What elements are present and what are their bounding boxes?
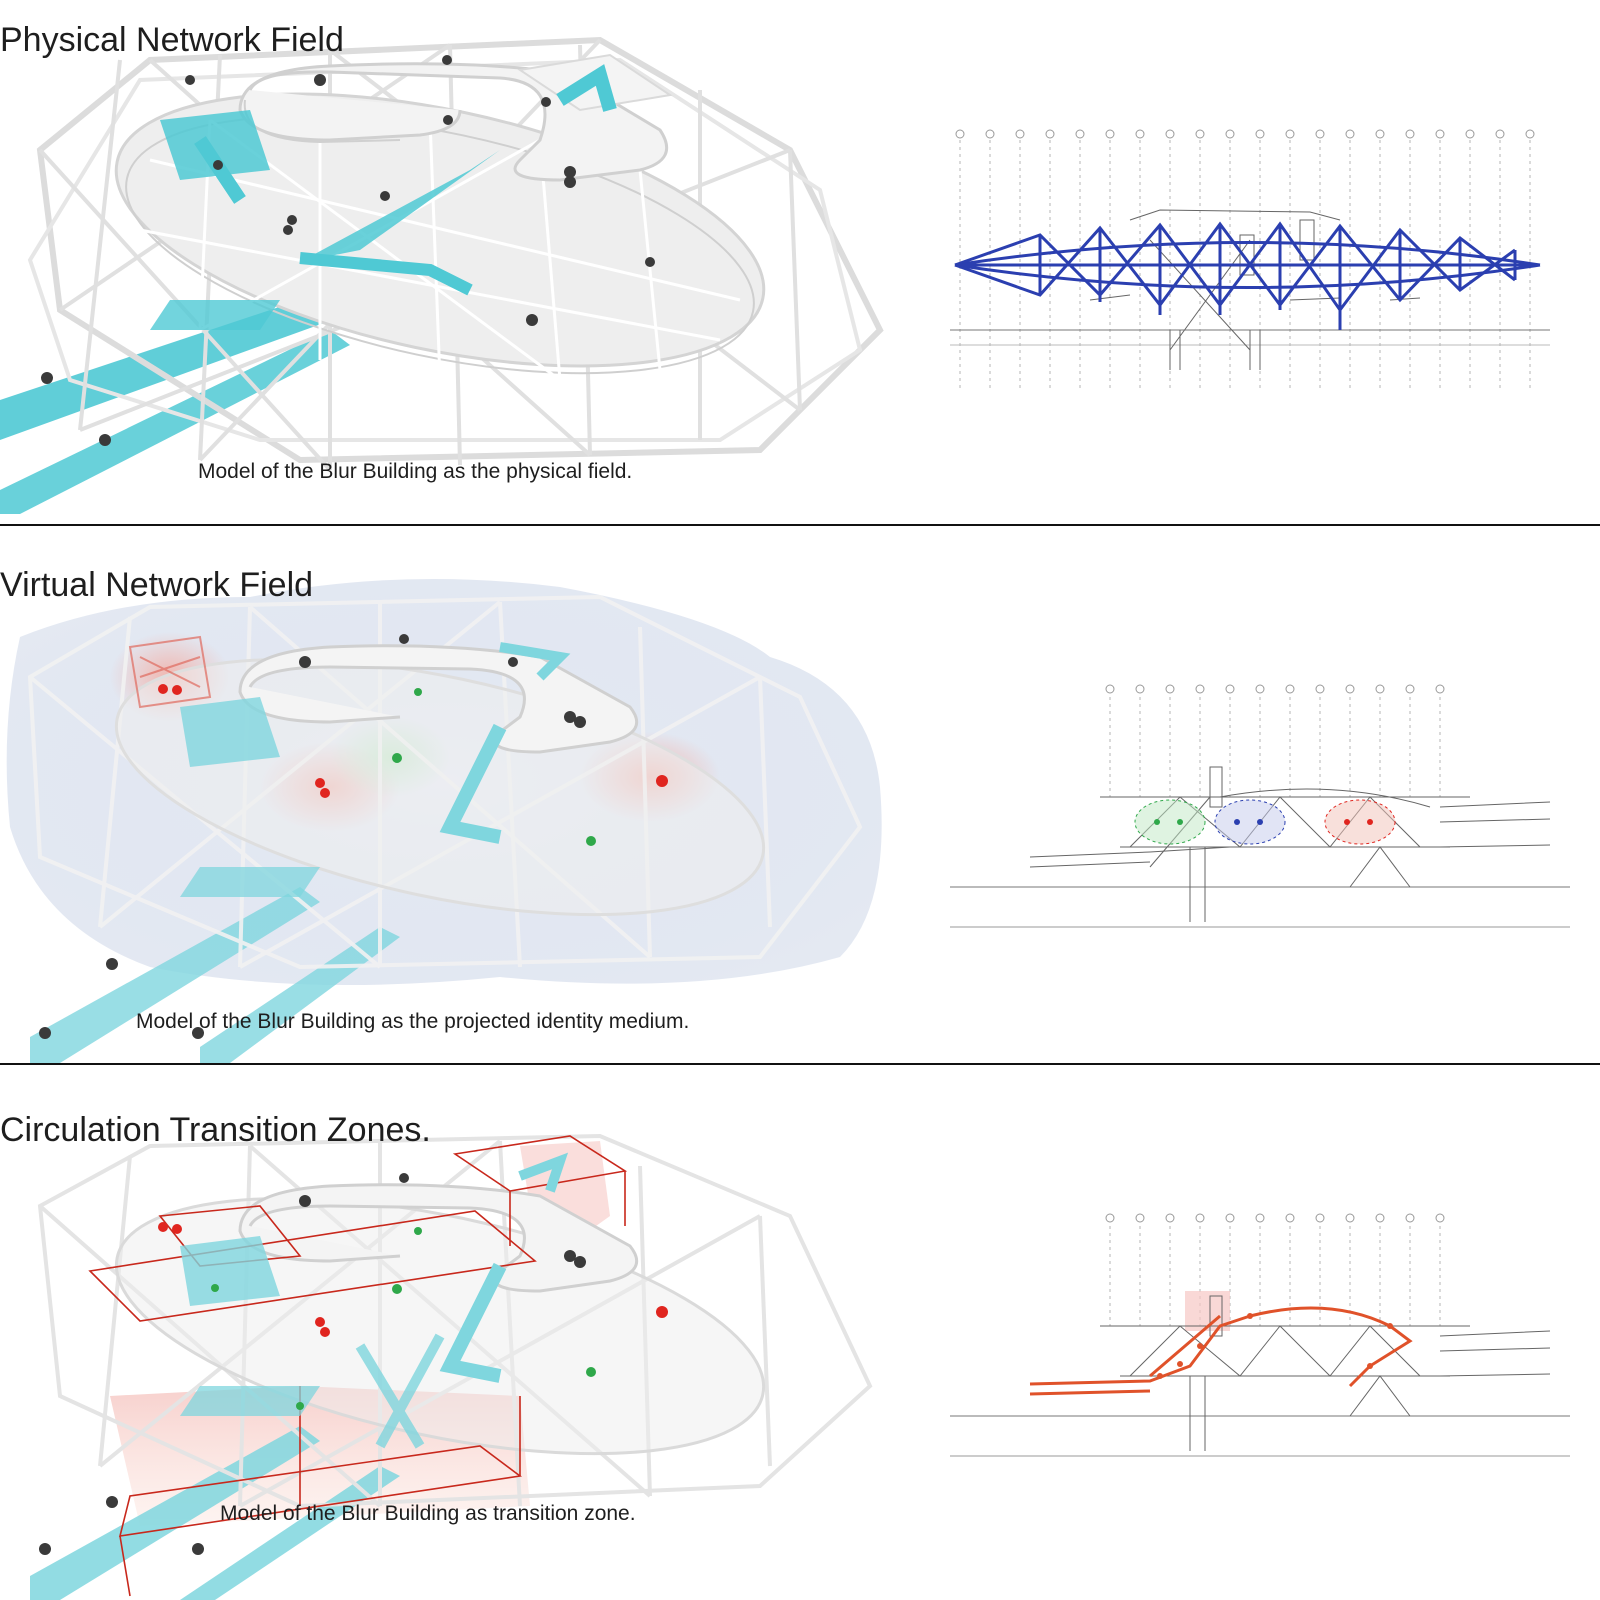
panel-title: Virtual Network Field [0, 566, 314, 604]
panel-caption: Model of the Blur Building as the projec… [136, 1010, 690, 1033]
panel-physical-network: Physical Network Field [0, 0, 1600, 514]
panel-divider [0, 1063, 1600, 1065]
transition-model-illustration [30, 1133, 873, 1600]
panel-title: Circulation Transition Zones. [0, 1111, 431, 1149]
panel-caption: Model of the Blur Building as the physic… [198, 460, 633, 483]
panel-title: Physical Network Field [0, 21, 344, 59]
virtual-model-illustration [6, 579, 882, 1063]
panel-caption: Model of the Blur Building as transition… [220, 1502, 636, 1525]
physical-model-illustration [0, 36, 884, 514]
panel-virtual-network: Virtual Network Field [0, 527, 1600, 1063]
panel-divider [0, 524, 1600, 526]
transition-section-drawing [950, 1213, 1570, 1457]
virtual-section-drawing [950, 684, 1570, 928]
panel-circulation-zones: Circulation Transition Zones. [0, 1066, 1600, 1600]
physical-section-drawing [950, 129, 1550, 390]
